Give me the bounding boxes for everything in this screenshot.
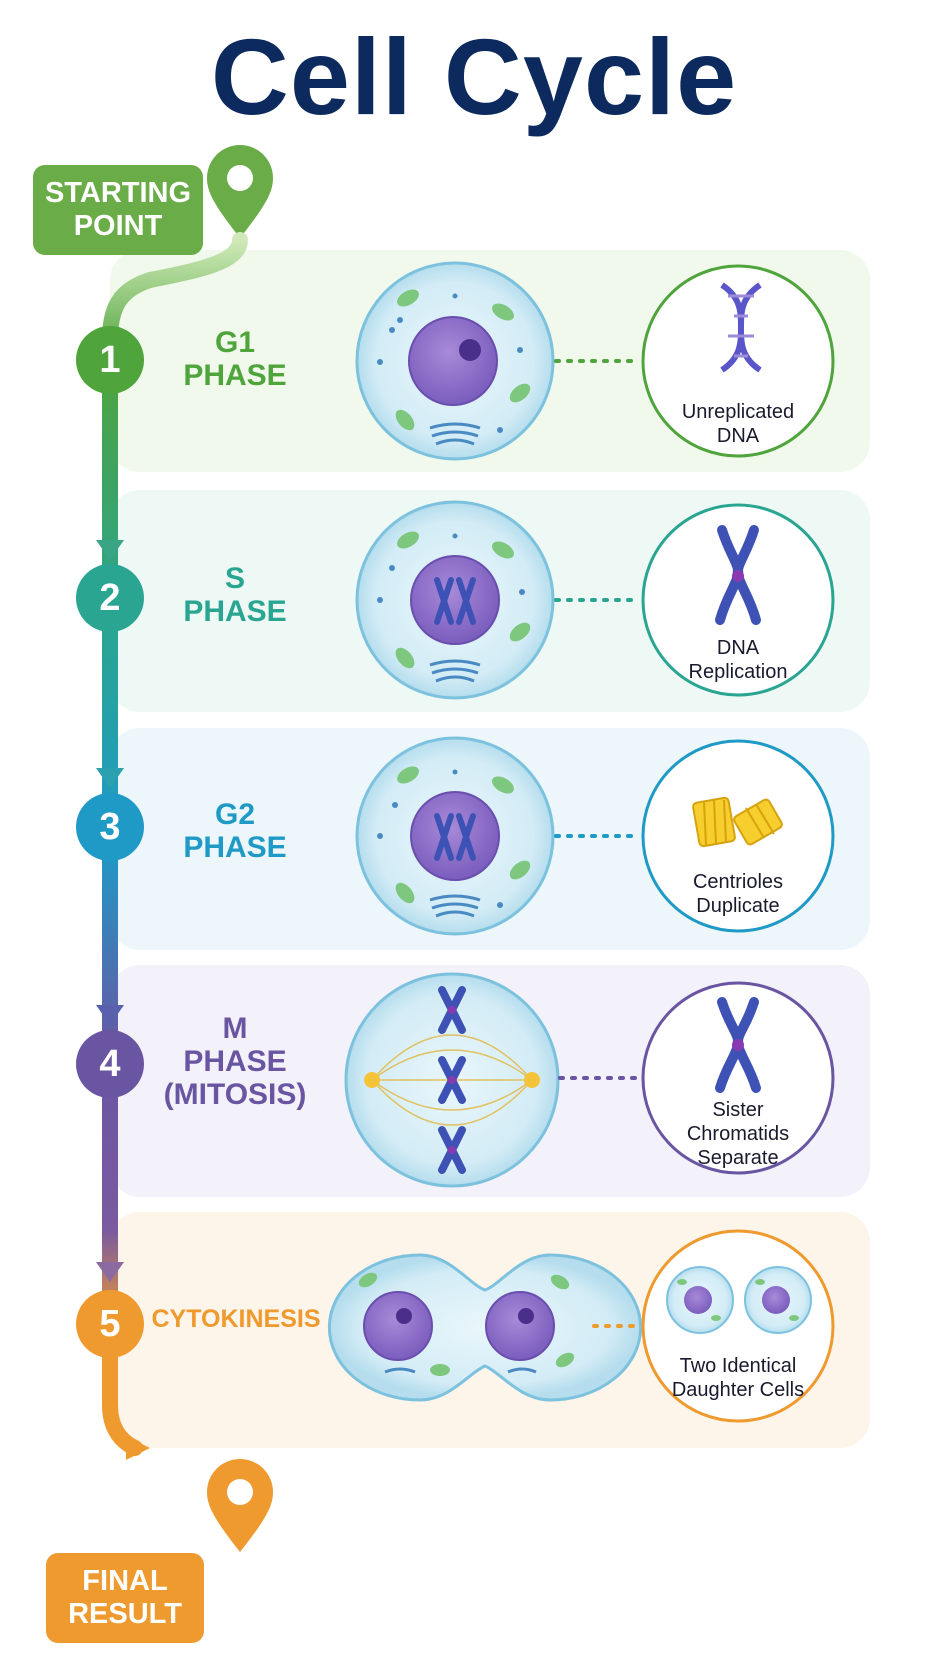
result-label-m: Sister Chromatids Separate bbox=[686, 1099, 790, 1169]
flow-arrow-final bbox=[126, 1436, 150, 1460]
starting-point-badge: STARTING POINT bbox=[33, 165, 203, 255]
step-number-4: 4 bbox=[76, 1030, 144, 1098]
final-pin-icon bbox=[207, 1459, 273, 1552]
result-label-g1: Unreplicated DNA bbox=[681, 401, 795, 447]
result-label-cytokinesis: Two Identical Daughter Cells bbox=[671, 1355, 805, 1401]
centriole-icon bbox=[692, 796, 783, 848]
result-ring-g1 bbox=[641, 264, 835, 458]
phase-name-s: S PHASE bbox=[183, 562, 287, 628]
final-result-badge: FINAL RESULT bbox=[46, 1553, 204, 1643]
start-pin-icon bbox=[207, 145, 273, 238]
g2-cell bbox=[355, 736, 555, 936]
g1-cell bbox=[355, 261, 555, 461]
page-title: Cell Cycle bbox=[210, 16, 738, 137]
phase-name-g1: G1 PHASE bbox=[183, 326, 287, 392]
dividing-cell bbox=[327, 1253, 643, 1402]
result-label-s: DNA Replication bbox=[688, 637, 788, 683]
result-ring-s bbox=[641, 503, 835, 697]
step-number-5: 5 bbox=[76, 1290, 144, 1358]
chromosome-icon bbox=[715, 525, 761, 625]
flow-arrow-3 bbox=[96, 768, 124, 788]
phase-name-cytokinesis: CYTOKINESIS bbox=[151, 1305, 321, 1333]
step-number-1: 1 bbox=[76, 326, 144, 394]
result-ring-m bbox=[641, 981, 835, 1175]
phase-name-g2: G2 PHASE bbox=[183, 798, 287, 864]
step-number-2: 2 bbox=[76, 564, 144, 632]
flow-arrow-5 bbox=[96, 1262, 124, 1282]
flow-arrow-4 bbox=[96, 1005, 124, 1025]
m-cell bbox=[344, 972, 560, 1188]
dna-helix-icon bbox=[720, 282, 762, 373]
flow-line bbox=[102, 232, 248, 1456]
phase-name-m: M PHASE (MITOSIS) bbox=[163, 1012, 307, 1111]
daughter-cells-icon bbox=[666, 1266, 812, 1334]
s-cell bbox=[355, 500, 555, 700]
flow-arrow-2 bbox=[96, 540, 124, 560]
result-ring-g2 bbox=[641, 739, 835, 933]
step-number-3: 3 bbox=[76, 793, 144, 861]
result-label-g2: Centrioles Duplicate bbox=[692, 871, 784, 917]
sister-chromatids-icon bbox=[715, 997, 761, 1093]
